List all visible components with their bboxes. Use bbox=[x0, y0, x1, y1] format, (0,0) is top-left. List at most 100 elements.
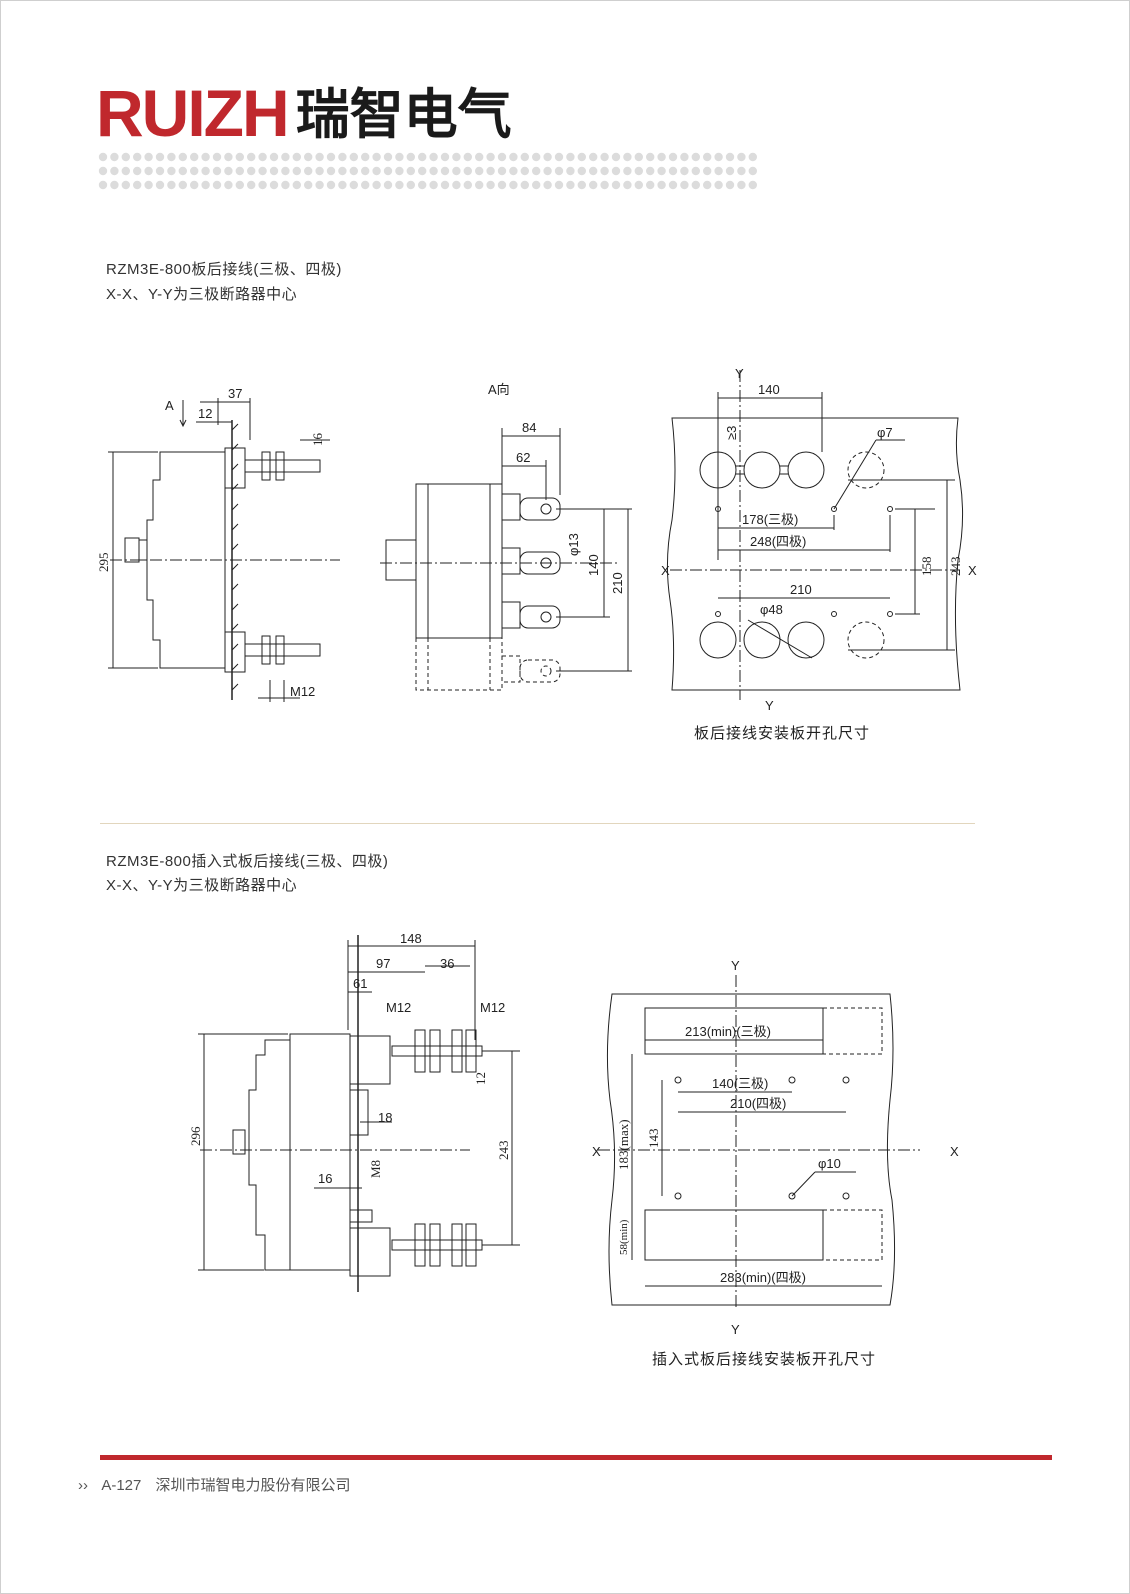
decorative-dot bbox=[577, 166, 586, 176]
decorative-dot bbox=[520, 166, 529, 176]
decorative-dot bbox=[737, 152, 746, 162]
dim-143: 143 bbox=[646, 1129, 661, 1149]
decorative-dot bbox=[361, 152, 370, 162]
decorative-dot bbox=[509, 180, 518, 190]
dim-m12-left: M12 bbox=[386, 1000, 411, 1015]
decorative-dot bbox=[395, 166, 404, 176]
dim-12: 12 bbox=[198, 406, 212, 421]
decorative-dot bbox=[361, 166, 370, 176]
decorative-dot bbox=[634, 180, 643, 190]
a-view-label: A向 bbox=[488, 382, 510, 397]
decorative-dot bbox=[304, 166, 313, 176]
decorative-dot bbox=[372, 166, 381, 176]
decorative-dot bbox=[383, 152, 393, 162]
view-marker-a: A bbox=[165, 398, 174, 413]
decorative-dot bbox=[634, 166, 643, 176]
dim-295: 295 bbox=[96, 553, 111, 573]
decorative-dot bbox=[714, 152, 723, 162]
decorative-dot bbox=[258, 152, 267, 162]
decorative-dot bbox=[657, 166, 666, 176]
decorative-dot bbox=[509, 152, 518, 162]
decorative-dot bbox=[600, 166, 609, 176]
decorative-dot bbox=[247, 180, 256, 190]
decorative-dot bbox=[349, 166, 358, 176]
section2-subtitle: X-X、Y-Y为三极断路器中心 bbox=[106, 877, 298, 894]
decorative-dot bbox=[110, 152, 119, 162]
dim-97: 97 bbox=[376, 956, 390, 971]
decorative-dot bbox=[611, 180, 621, 190]
decorative-dot bbox=[178, 180, 187, 190]
decorative-dot bbox=[486, 180, 495, 190]
decorative-dot bbox=[326, 166, 336, 176]
footer-chevrons-icon: ›› bbox=[78, 1477, 88, 1494]
s1-cutout-labels: Y 140 ≥3 φ7 178(三极) 248(四极) X X 158 243 … bbox=[661, 366, 977, 713]
decorative-dot bbox=[737, 180, 746, 190]
decorative-dot bbox=[315, 166, 324, 176]
decorative-dot bbox=[680, 180, 689, 190]
decorative-dot bbox=[691, 180, 700, 190]
decorative-dot bbox=[429, 180, 438, 190]
s1-a-view-drawing bbox=[380, 428, 632, 691]
dim-296: 296 bbox=[188, 1126, 203, 1146]
decorative-dot bbox=[463, 152, 472, 162]
decorative-dot bbox=[133, 166, 142, 176]
dim-m12-right: M12 bbox=[480, 1000, 505, 1015]
dim-148: 148 bbox=[400, 931, 422, 946]
decorative-dot bbox=[475, 180, 484, 190]
dim-210: 210 bbox=[610, 572, 625, 594]
decorative-dot bbox=[361, 180, 370, 190]
decorative-dot bbox=[395, 180, 404, 190]
axis-y-bottom: Y bbox=[765, 698, 774, 713]
decorative-dot bbox=[623, 166, 632, 176]
axis-x-left: X bbox=[592, 1144, 601, 1159]
s2-cutout-drawing bbox=[598, 975, 920, 1310]
decorative-dot bbox=[554, 152, 564, 162]
decorative-dot bbox=[703, 180, 712, 190]
dim-18: 18 bbox=[378, 1110, 392, 1125]
decorative-dot bbox=[543, 180, 552, 190]
decorative-dot bbox=[247, 152, 256, 162]
decorative-dot bbox=[748, 152, 757, 162]
decorative-dot bbox=[452, 152, 461, 162]
decorative-dot bbox=[110, 180, 119, 190]
dim-62: 62 bbox=[516, 450, 530, 465]
decorative-dot bbox=[247, 166, 256, 176]
brand-logo-en: RUIZH bbox=[96, 76, 290, 150]
axis-y-bottom: Y bbox=[731, 1322, 740, 1337]
section2-title: RZM3E-800插入式板后接线(三极、四极) bbox=[106, 853, 389, 870]
decorative-dot bbox=[235, 166, 244, 176]
decorative-dot bbox=[680, 166, 689, 176]
decorative-dot bbox=[98, 166, 108, 176]
decorative-dot bbox=[258, 166, 267, 176]
decorative-dot bbox=[167, 166, 176, 176]
brand-logo: RUIZH 瑞智电气 bbox=[96, 78, 512, 148]
decorative-dot bbox=[589, 152, 598, 162]
decorative-dot bbox=[657, 152, 666, 162]
decorative-dot bbox=[167, 152, 176, 162]
decorative-dot bbox=[509, 166, 518, 176]
decorative-dot bbox=[714, 180, 723, 190]
decorative-dot bbox=[600, 180, 609, 190]
decorative-dot bbox=[532, 166, 541, 176]
decorative-dot bbox=[589, 180, 598, 190]
decorative-dot bbox=[201, 180, 210, 190]
decorative-dot bbox=[566, 180, 575, 190]
decorative-dot bbox=[497, 180, 507, 190]
decorative-dot bbox=[520, 180, 529, 190]
decorative-dot bbox=[634, 152, 643, 162]
decorative-dot bbox=[440, 180, 450, 190]
decorative-dot bbox=[338, 180, 347, 190]
decorative-dot bbox=[315, 152, 324, 162]
decorative-dot bbox=[452, 166, 461, 176]
axis-y-top: Y bbox=[731, 958, 740, 973]
section1-title: RZM3E-800板后接线(三极、四极) bbox=[106, 261, 342, 278]
axis-x-right: X bbox=[950, 1144, 959, 1159]
axis-x-right: X bbox=[968, 563, 977, 578]
decorative-dot bbox=[475, 152, 484, 162]
decorative-dot bbox=[646, 166, 655, 176]
decorative-dot bbox=[611, 166, 621, 176]
dim-16: 16 bbox=[318, 1171, 332, 1186]
decorative-dot bbox=[190, 180, 199, 190]
s2-side-view-labels: 148 97 36 61 M12 M12 12 18 296 243 16 M8 bbox=[188, 931, 511, 1186]
